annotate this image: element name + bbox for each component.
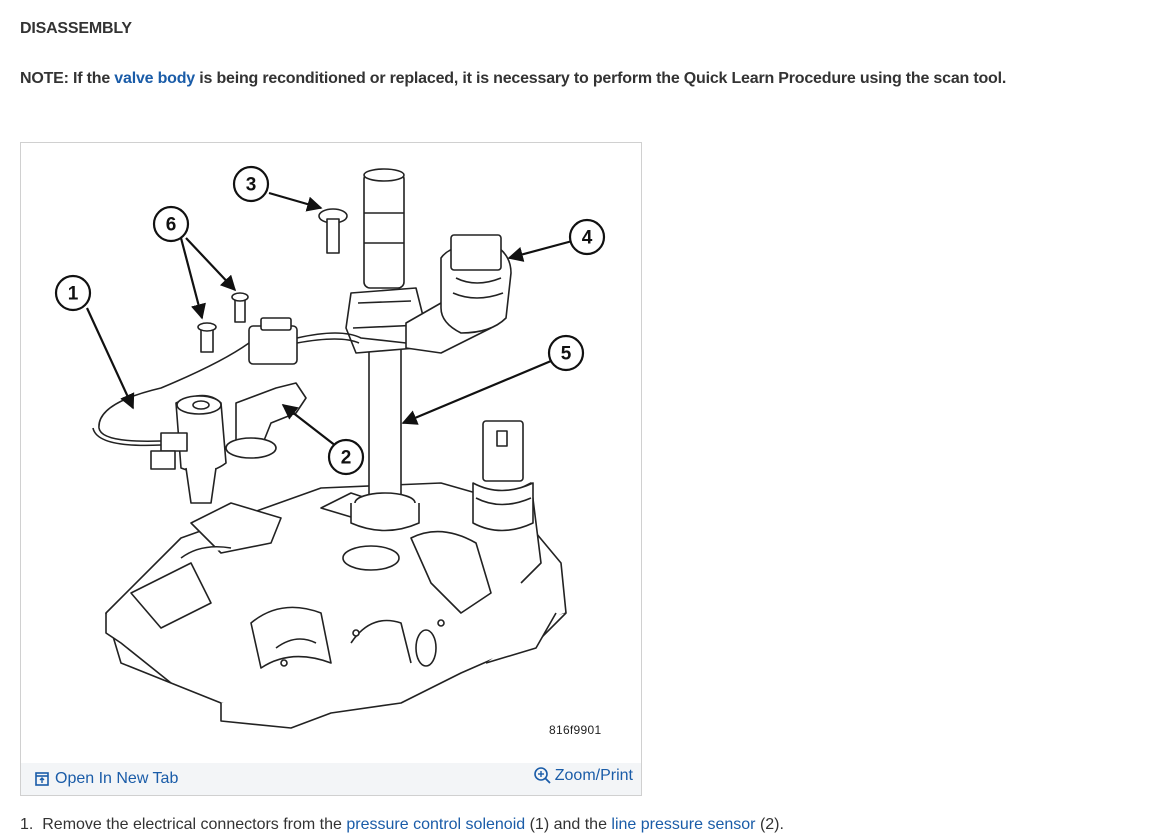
note-prefix: NOTE: If the bbox=[20, 70, 115, 87]
zoom-print-label: Zoom/Print bbox=[554, 766, 633, 784]
callout-label-3: 3 bbox=[246, 175, 257, 196]
callout-label-6: 6 bbox=[166, 215, 177, 236]
line-pressure-sensor-link[interactable]: line pressure sensor bbox=[611, 816, 756, 833]
callout-label-4: 4 bbox=[582, 228, 593, 249]
pressure-control-solenoid-link[interactable]: pressure control solenoid bbox=[346, 816, 526, 833]
callout-label-1: 1 bbox=[68, 284, 79, 305]
step-number: 1. bbox=[20, 816, 34, 833]
step-text-c: (2). bbox=[755, 816, 784, 833]
valve-body-illustration: 1 2 3 4 5 6 bbox=[54, 165, 606, 729]
figure-id: 816f9901 bbox=[549, 723, 602, 737]
section-heading: DISASSEMBLY bbox=[20, 20, 132, 37]
callout-circle-4 bbox=[568, 218, 606, 256]
open-in-new-tab-link[interactable]: Open In New Tab bbox=[35, 770, 178, 788]
open-in-new-tab-icon bbox=[35, 772, 49, 786]
step-text-b: (1) and the bbox=[525, 816, 612, 833]
note-paragraph: NOTE: If the valve body is being recondi… bbox=[20, 70, 1006, 88]
zoom-in-icon bbox=[533, 767, 551, 784]
callout-circle-6 bbox=[152, 205, 190, 243]
callout-label-5: 5 bbox=[561, 344, 572, 365]
valve-body-link[interactable]: valve body bbox=[114, 70, 196, 87]
step-1: 1. Remove the electrical connectors from… bbox=[20, 816, 784, 834]
callout-circle-5 bbox=[547, 334, 585, 372]
figure-toolbar: Open In New Tab Zoom/Print bbox=[21, 763, 641, 795]
note-suffix: is being reconditioned or replaced, it i… bbox=[195, 70, 1007, 87]
step-text-a: Remove the electrical connectors from th… bbox=[42, 816, 347, 833]
zoom-print-link[interactable]: Zoom/Print bbox=[533, 766, 633, 785]
callout-circle-2 bbox=[327, 438, 365, 476]
callout-circle-1 bbox=[54, 274, 92, 312]
callout-circle-3 bbox=[232, 165, 270, 203]
open-in-new-tab-label: Open In New Tab bbox=[55, 770, 179, 787]
figure-container: 1 2 3 4 5 6 816f9901 Open In New Tab bbox=[20, 142, 642, 796]
callout-label-2: 2 bbox=[341, 448, 352, 469]
